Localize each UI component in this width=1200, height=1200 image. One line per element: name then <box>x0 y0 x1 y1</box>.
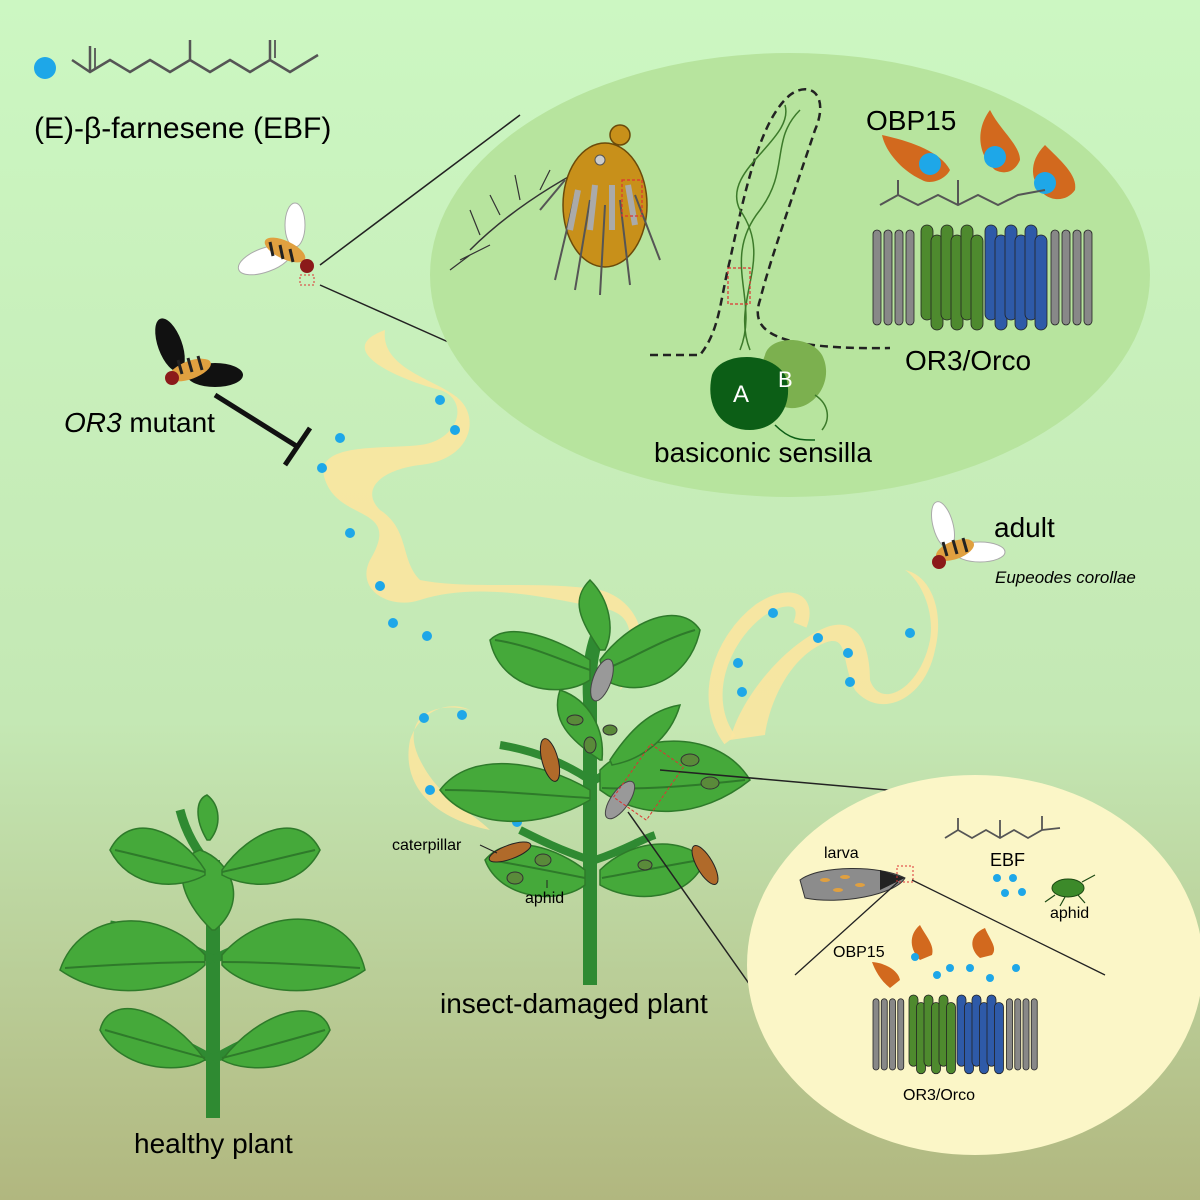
insect-damaged-plant-icon <box>439 578 911 986</box>
antenna-icon <box>449 124 661 296</box>
obp15-label-top: OBP15 <box>866 105 956 136</box>
adult-label: adult <box>994 512 1055 543</box>
damaged-plant-label: insect-damaged plant <box>440 988 708 1019</box>
aphid-icons <box>506 714 720 885</box>
healthy-plant-icon <box>59 794 366 1118</box>
neuron-a-icon <box>710 356 789 430</box>
or3-gene-label: OR3 <box>64 407 122 438</box>
ebf-label-bottom: EBF <box>990 850 1025 870</box>
or3-mutant-fly-icon <box>155 318 243 387</box>
ebf-dot-icon <box>34 57 56 79</box>
hoverfly-icon-adult <box>931 501 1006 569</box>
species-label: Eupeodes corollae <box>995 568 1136 587</box>
obp15-label-bottom: OBP15 <box>833 944 885 961</box>
healthy-plant-label: healthy plant <box>134 1128 293 1159</box>
sensilla-label: basiconic sensilla <box>654 437 872 468</box>
larva-inset: larva EBF aphid OBP15 OR3/Orco <box>747 775 1200 1155</box>
inhibition-arrow <box>213 392 300 450</box>
antenna-inset: A B basiconic sensilla OBP15 OR3/Orco <box>319 53 1150 497</box>
aphid-icon-inset <box>1044 874 1096 907</box>
or3-mutant-label: OR3 mutant <box>64 407 215 438</box>
mutant-suffix-label: mutant <box>122 407 216 438</box>
ebf-legend-label: (E)-β-farnesene (EBF) <box>34 112 331 145</box>
receptor-label-top: OR3/Orco <box>905 345 1031 376</box>
legend: (E)-β-farnesene (EBF) <box>34 40 331 145</box>
caterpillar-icons <box>488 738 719 885</box>
caterpillar-label: caterpillar <box>392 837 462 854</box>
ebf-plume <box>317 330 939 830</box>
receptor-label-bottom: OR3/Orco <box>903 1087 975 1104</box>
neuron-a-label: A <box>733 381 749 408</box>
larva-label: larva <box>824 845 859 862</box>
sensillum-icon: A B <box>650 88 891 441</box>
larva-icon <box>799 865 914 901</box>
obp15-icons-bottom <box>872 925 995 988</box>
or3-orco-receptor-icon-bottom <box>872 994 1038 1075</box>
obp15-icons-top <box>882 110 1076 200</box>
neuron-b-label: B <box>778 367 793 392</box>
aphid-label-inset: aphid <box>1050 905 1089 922</box>
aphid-label-plant: aphid <box>525 890 564 907</box>
or3-orco-receptor-icon-top <box>872 224 1093 331</box>
larva-icons-on-plant <box>590 658 685 821</box>
hoverfly-icon-small <box>237 202 315 286</box>
